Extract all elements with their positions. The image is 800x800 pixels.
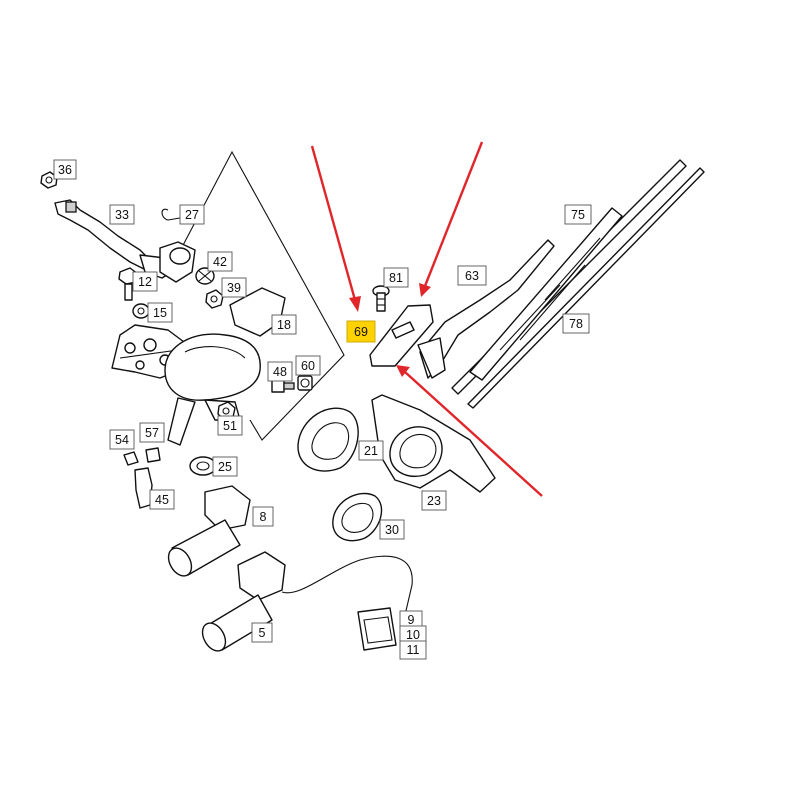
svg-text:30: 30	[385, 523, 399, 537]
svg-text:18: 18	[277, 318, 291, 332]
callout-48: 48	[267, 361, 293, 382]
svg-text:23: 23	[427, 494, 441, 508]
callout-21: 21	[358, 440, 384, 461]
callout-33: 33	[109, 204, 135, 225]
callout-51: 51	[217, 415, 243, 436]
arrow-left	[310, 145, 357, 301]
callout-36: 36	[53, 159, 77, 180]
part-30-seal	[332, 492, 383, 542]
callout-69-highlighted: 69	[346, 320, 376, 343]
svg-text:25: 25	[218, 460, 232, 474]
svg-text:15: 15	[153, 306, 167, 320]
callout-39: 39	[221, 277, 247, 298]
svg-text:57: 57	[145, 426, 159, 440]
arrow-top	[423, 141, 484, 287]
part-48-fitting	[271, 379, 295, 393]
svg-text:51: 51	[223, 419, 237, 433]
svg-text:81: 81	[389, 271, 403, 285]
part-60-fitting	[297, 375, 313, 391]
callout-5: 5	[251, 622, 273, 643]
part-39-nut	[205, 289, 224, 309]
svg-text:36: 36	[58, 163, 72, 177]
callout-45: 45	[149, 489, 175, 510]
part-27-clip	[161, 208, 181, 221]
callout-10: 10	[399, 625, 427, 645]
svg-text:5: 5	[259, 626, 266, 640]
callout-15: 15	[147, 302, 173, 323]
svg-text:11: 11	[407, 643, 420, 657]
callout-labels: 36 33 27 42 12 39 15 18 48 60 51 54 57 2…	[53, 159, 592, 660]
callout-18: 18	[271, 314, 297, 335]
svg-text:69: 69	[354, 325, 368, 339]
svg-text:54: 54	[115, 433, 129, 447]
part-8-motor	[167, 485, 251, 577]
part-63-wiper-arm	[417, 239, 555, 379]
part-45-bracket	[134, 467, 153, 509]
part-18-housing	[164, 287, 286, 446]
svg-text:60: 60	[301, 359, 315, 373]
svg-text:33: 33	[115, 208, 129, 222]
svg-text:12: 12	[138, 275, 152, 289]
callout-11: 11	[399, 640, 427, 660]
part-54-clip	[123, 451, 139, 466]
part-9-connector	[357, 607, 397, 651]
callout-25: 25	[212, 456, 238, 477]
part-5-motor	[201, 551, 413, 652]
callout-63: 63	[457, 265, 487, 286]
callout-12: 12	[132, 271, 158, 292]
pointer-arrows	[310, 141, 543, 497]
svg-text:48: 48	[273, 365, 287, 379]
part-81-bolt	[372, 285, 390, 312]
part-57-clip	[145, 447, 161, 463]
callout-75: 75	[564, 204, 592, 225]
callout-54: 54	[109, 429, 135, 450]
svg-text:10: 10	[406, 628, 420, 642]
callout-23: 23	[421, 490, 447, 511]
part-pivot-bracket	[159, 241, 215, 285]
part-25-grommet	[189, 456, 217, 476]
svg-text:42: 42	[213, 255, 227, 269]
callout-81: 81	[383, 267, 409, 288]
part-23-cover	[371, 394, 496, 493]
part-78-blade-refill	[467, 167, 705, 409]
callout-30: 30	[379, 519, 405, 540]
arrow-bottom	[404, 371, 543, 497]
part-15-washer	[132, 303, 150, 319]
callout-8: 8	[252, 506, 274, 527]
assembly-outline	[169, 150, 345, 441]
callout-27: 27	[179, 204, 205, 225]
svg-text:78: 78	[569, 317, 583, 331]
svg-text:63: 63	[465, 269, 479, 283]
part-75-wiper-blade	[451, 159, 687, 395]
svg-text:39: 39	[227, 281, 241, 295]
part-36-nut	[40, 171, 58, 189]
svg-text:8: 8	[260, 510, 267, 524]
svg-text:45: 45	[155, 493, 169, 507]
part-21-seal	[297, 407, 359, 472]
callout-78: 78	[562, 313, 590, 334]
svg-text:27: 27	[185, 208, 199, 222]
svg-text:21: 21	[364, 444, 378, 458]
callout-42: 42	[207, 251, 233, 272]
callout-60: 60	[295, 355, 321, 376]
svg-text:75: 75	[571, 208, 585, 222]
svg-text:9: 9	[408, 613, 415, 627]
callout-57: 57	[139, 422, 165, 443]
part-69-cap	[369, 304, 434, 367]
